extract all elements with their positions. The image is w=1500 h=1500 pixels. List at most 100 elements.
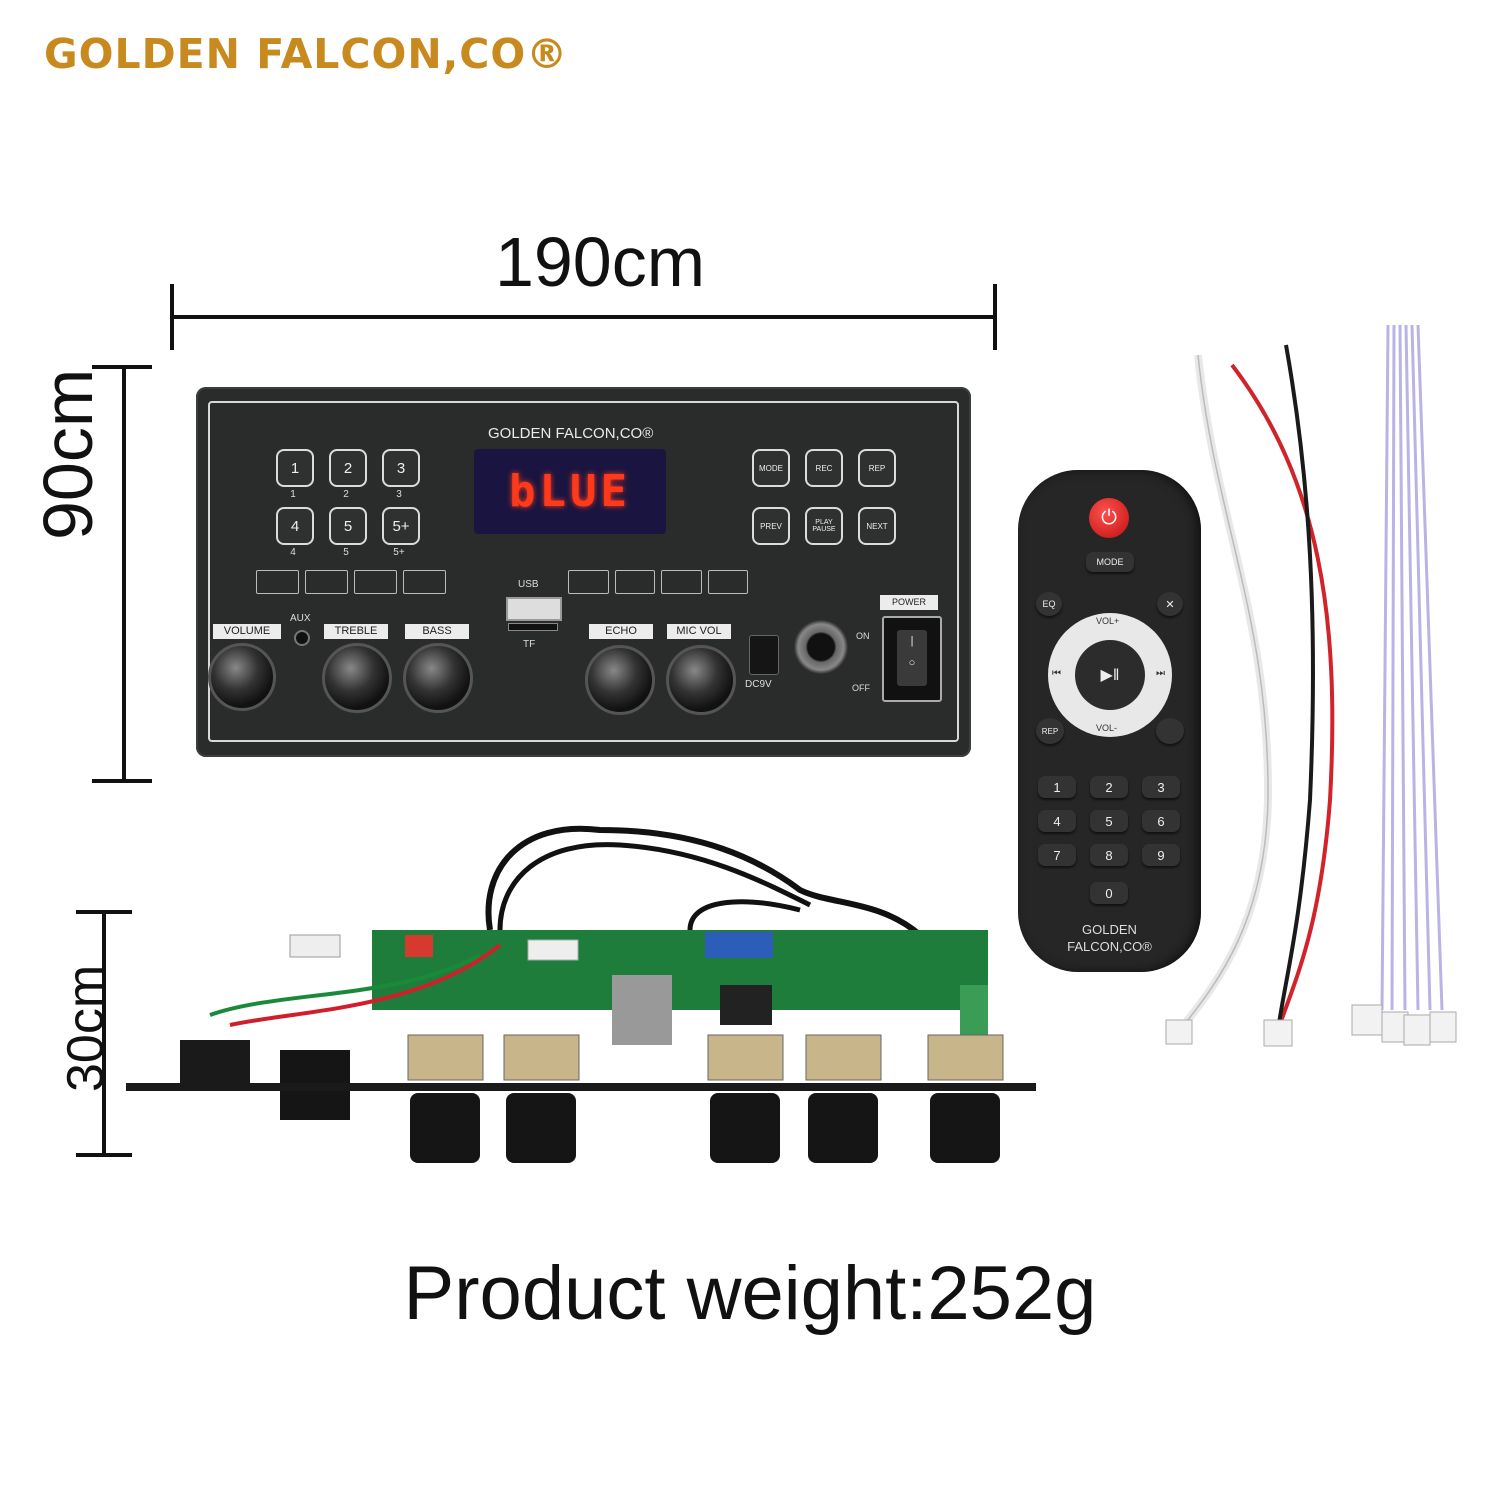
panel-border	[208, 401, 959, 742]
pcb-potentiometers	[407, 1034, 1004, 1081]
pcb-board	[372, 930, 988, 1010]
pcb-connector-white	[289, 934, 341, 958]
next-button[interactable]: NEXT	[858, 507, 896, 545]
mode-icon-strip-left	[256, 570, 446, 594]
panel-key-1[interactable]: 1	[276, 449, 314, 487]
pcb-connector-red	[405, 935, 433, 957]
remote-key-3[interactable]: 3	[1142, 776, 1180, 798]
echo-knob[interactable]	[585, 645, 655, 715]
remote-key-9[interactable]: 9	[1142, 844, 1180, 866]
on-label: ON	[856, 631, 870, 641]
remote-mode-button[interactable]: MODE	[1086, 552, 1134, 572]
remote-vol-up-label[interactable]: VOL+	[1096, 616, 1120, 626]
panel-key-5plus[interactable]: 5+	[382, 507, 420, 545]
remote-vol-down-label[interactable]: VOL-	[1096, 723, 1118, 733]
aux-label: AUX	[290, 613, 311, 624]
remote-rep-button[interactable]: REP	[1036, 718, 1064, 744]
power-label: POWER	[880, 595, 938, 610]
rep-button[interactable]: REP	[858, 449, 896, 487]
volume-knob[interactable]	[208, 643, 276, 711]
remote-power-button[interactable]: ⏻	[1089, 498, 1129, 538]
remote-prev-icon[interactable]: ⏮	[1052, 668, 1061, 679]
ribbon-cable	[1380, 324, 1444, 1011]
pcb-connector-blue	[705, 932, 773, 958]
panel-brand-text: GOLDEN FALCON,CO®	[488, 425, 654, 442]
remote-key-7[interactable]: 7	[1038, 844, 1076, 866]
ribbon-connector-1	[1351, 1004, 1383, 1036]
panel-key-2-label: 2	[343, 489, 349, 500]
remote-next-icon[interactable]: ⏭	[1156, 668, 1165, 679]
remote-key-1[interactable]: 1	[1038, 776, 1076, 798]
bass-knob[interactable]	[403, 643, 473, 713]
dc-label: DC9V	[745, 679, 772, 690]
remote-key-8[interactable]: 8	[1090, 844, 1128, 866]
usb-port[interactable]	[506, 597, 562, 621]
remote-mute-button[interactable]: ✕	[1157, 592, 1183, 616]
eq-mode-icon	[403, 570, 446, 594]
red-black-connector	[1263, 1019, 1293, 1047]
black-wire	[1276, 344, 1315, 1031]
aux-jack[interactable]	[294, 630, 310, 646]
pcb-knobs	[410, 1093, 1000, 1163]
dc-power-jack[interactable]	[749, 635, 779, 675]
pcb-left-jack	[180, 1040, 250, 1090]
remote-key-0[interactable]: 0	[1090, 882, 1128, 904]
remote-brand-line2: FALCON,CO®	[1067, 939, 1152, 954]
tws-icon	[661, 570, 702, 594]
panel-key-1-label: 1	[290, 489, 296, 500]
volume-label: VOLUME	[213, 624, 281, 639]
remote-play-pause-button[interactable]: ▶‖	[1075, 640, 1145, 710]
tf-card-slot[interactable]	[508, 623, 558, 631]
treble-knob[interactable]	[322, 643, 392, 713]
panel-key-4[interactable]: 4	[276, 507, 314, 545]
tf-label: TF	[523, 639, 536, 650]
led-display: bLUE	[474, 449, 666, 534]
power-switch[interactable]: |○	[882, 616, 942, 702]
panel-key-3[interactable]: 3	[382, 449, 420, 487]
panel-key-3-label: 3	[396, 489, 402, 500]
product-weight-text: Product weight:252g	[403, 1251, 1097, 1336]
remote-key-4[interactable]: 4	[1038, 810, 1076, 832]
mode-icon-strip-right	[568, 570, 748, 594]
low-cut-icon	[305, 570, 348, 594]
white-cable-connector	[1165, 1019, 1193, 1045]
treble-label: TREBLE	[324, 624, 388, 639]
hifi-icon	[354, 570, 397, 594]
red-wire	[1230, 363, 1335, 1031]
pcb-chip	[720, 985, 772, 1025]
off-label: OFF	[852, 683, 870, 693]
music-mode-icon	[568, 570, 609, 594]
mic-input-jack[interactable]	[794, 620, 848, 674]
mic-mode-icon	[256, 570, 299, 594]
mode-button[interactable]: MODE	[752, 449, 790, 487]
white-cable-outline	[1179, 354, 1269, 1031]
panel-key-5-label: 5	[343, 547, 349, 558]
remote-eq-button[interactable]: EQ	[1036, 592, 1062, 616]
remote-key-5[interactable]: 5	[1090, 810, 1128, 832]
rec-button[interactable]: REC	[805, 449, 843, 487]
prev-button[interactable]: PREV	[752, 507, 790, 545]
brand-logo-text: GOLDEN FALCON,CO®	[44, 30, 569, 78]
pcb-usb-module	[612, 975, 672, 1045]
remote-key-2[interactable]: 2	[1090, 776, 1128, 798]
mic-vol-knob[interactable]	[666, 645, 736, 715]
panel-key-2[interactable]: 2	[329, 449, 367, 487]
amplifier-front-panel: GOLDEN FALCON,CO® bLUE 1 2 3 4 5 5+ 1 2 …	[196, 387, 971, 757]
panel-key-4-label: 4	[290, 547, 296, 558]
width-dimension-label: 190cm	[494, 223, 706, 301]
remote-usb-button[interactable]	[1156, 718, 1184, 744]
mic-vol-label: MIC VOL	[667, 624, 731, 639]
echo-label: ECHO	[589, 624, 653, 639]
mounting-plate	[126, 1083, 1036, 1091]
panel-key-5[interactable]: 5	[329, 507, 367, 545]
bass-label: BASS	[405, 624, 469, 639]
remove-vocal-icon	[707, 570, 748, 594]
play-pause-button[interactable]: PLAY PAUSE	[805, 507, 843, 545]
ribbon-connector-4	[1429, 1011, 1457, 1043]
panel-key-5plus-label: 5+	[393, 547, 405, 558]
remote-control: ⏻ MODE EQ ✕ ▶‖ VOL+ VOL- ⏮ ⏭ REP 1 2 3 4…	[1018, 470, 1201, 972]
remote-key-6[interactable]: 6	[1142, 810, 1180, 832]
